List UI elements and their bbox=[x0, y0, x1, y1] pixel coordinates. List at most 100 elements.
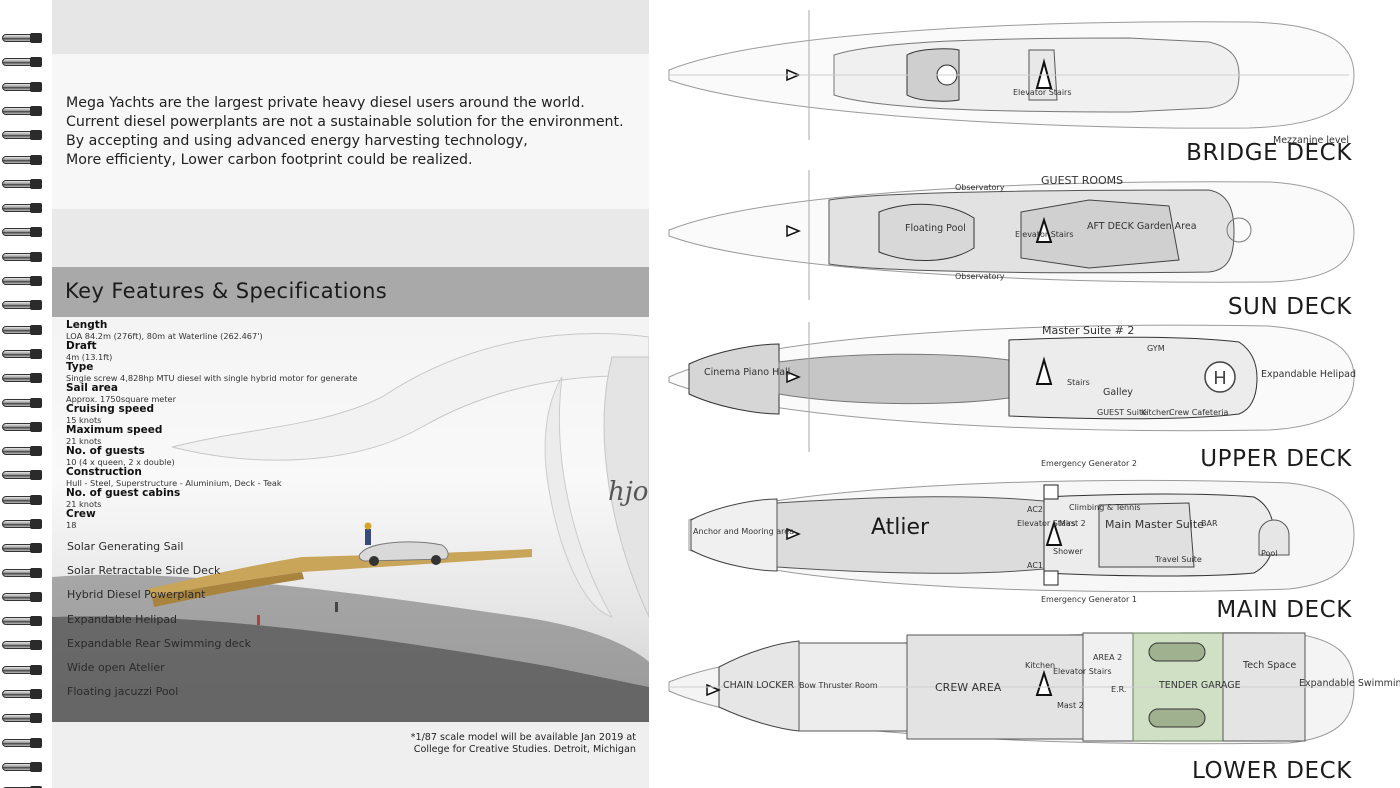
spiral-ring bbox=[2, 540, 46, 556]
spec-label: No. of guest cabins bbox=[66, 487, 181, 499]
ring-hole bbox=[30, 82, 42, 92]
spiral-ring bbox=[2, 516, 46, 532]
spiral-ring bbox=[2, 54, 46, 70]
guest-suite-label: GUEST Suite bbox=[1097, 408, 1148, 417]
galley-label: Galley bbox=[1103, 387, 1133, 398]
bar-label: BAR bbox=[1201, 519, 1218, 528]
area-2-label: AREA 2 bbox=[1093, 653, 1123, 662]
swimming-platform-label: Expandable Swimming platform bbox=[1299, 678, 1400, 689]
ring-hole bbox=[30, 179, 42, 189]
spiral-ring bbox=[2, 735, 46, 751]
spec-label: Sail area bbox=[66, 382, 118, 394]
anchor-label: Anchor and Mooring area bbox=[693, 527, 795, 536]
scale-model-note: *1/87 scale model will be available Jan … bbox=[352, 732, 636, 756]
spiral-ring bbox=[2, 783, 46, 788]
spiral-ring bbox=[2, 30, 46, 46]
spiral-ring bbox=[2, 322, 46, 338]
chain-locker-label: CHAIN LOCKER bbox=[723, 680, 795, 691]
atelier-label: Atlier bbox=[871, 515, 930, 540]
spiral-ring bbox=[2, 589, 46, 605]
ring-hole bbox=[30, 57, 42, 67]
spec-value: 15 knots bbox=[66, 415, 102, 425]
crew-cafeteria-label: Crew Cafeteria bbox=[1169, 408, 1229, 417]
spiral-ring bbox=[2, 613, 46, 629]
top-band bbox=[52, 0, 649, 54]
ring-hole bbox=[30, 713, 42, 723]
observatory-bottom-label: Observatory bbox=[955, 272, 1005, 281]
kitchen-upper-label: Kitchen bbox=[1141, 408, 1172, 417]
spec-label: No. of guests bbox=[66, 445, 145, 457]
ring-hole bbox=[30, 398, 42, 408]
floating-pool-label: Floating Pool bbox=[905, 223, 966, 234]
note-line: College for Creative Studies. Detroit, M… bbox=[413, 744, 636, 755]
spec-value: 10 (4 x queen, 2 x double) bbox=[66, 457, 175, 467]
feature-item: Solar Generating Sail bbox=[67, 540, 184, 553]
feature-item: Solar Retractable Side Deck bbox=[67, 564, 221, 578]
spiral-ring bbox=[2, 103, 46, 119]
lower-deck-title: LOWER DECK bbox=[1191, 758, 1352, 784]
er-label: E.R. bbox=[1111, 685, 1127, 694]
spiral-ring bbox=[2, 249, 46, 265]
spiral-ring bbox=[2, 443, 46, 459]
spec-label: Maximum speed bbox=[66, 424, 163, 436]
spec-value: LOA 84.2m (276ft), 80m at Waterline (262… bbox=[66, 331, 263, 341]
ring-hole bbox=[30, 689, 42, 699]
ring-hole bbox=[30, 276, 42, 286]
spiral-ring bbox=[2, 492, 46, 508]
guest-rooms-label: GUEST ROOMS bbox=[1041, 174, 1124, 187]
spiral-ring bbox=[2, 79, 46, 95]
ring-hole bbox=[30, 130, 42, 140]
helipad-mark: H bbox=[1213, 368, 1227, 389]
cinema-label: Cinema Piano Hall bbox=[704, 367, 791, 378]
main-deck-drawing bbox=[688, 479, 1355, 593]
spiral-ring bbox=[2, 297, 46, 313]
bow-thruster-label: Bow Thruster Room bbox=[799, 681, 878, 690]
note-line: *1/87 scale model will be available Jan … bbox=[410, 732, 636, 743]
feature-item: Floating jacuzzi Pool bbox=[67, 685, 179, 699]
ring-hole bbox=[30, 33, 42, 43]
model-photo: hjo bbox=[52, 317, 649, 722]
right-page: Elevator Stairs Mezzanine level BRIDGE D… bbox=[649, 0, 1400, 788]
spec-value: Hull - Steel, Superstructure - Aluminium… bbox=[66, 478, 282, 488]
travel-suite-label: Travel Suite bbox=[1155, 555, 1202, 564]
sun-deck-drawing bbox=[668, 170, 1355, 300]
helipad-label: Expandable Helipad bbox=[1261, 369, 1357, 380]
spiral-ring bbox=[2, 346, 46, 362]
spiral-ring bbox=[2, 176, 46, 192]
ring-hole bbox=[30, 665, 42, 675]
main-deck-title: MAIN DECK bbox=[1216, 597, 1352, 623]
spiral-ring bbox=[2, 710, 46, 726]
left-page: Mega Yachts are the largest private heav… bbox=[52, 0, 649, 788]
spec-value: Approx. 1750square meter bbox=[66, 394, 176, 404]
spiral-ring bbox=[2, 565, 46, 581]
main-mast2-label: Mast 2 bbox=[1059, 519, 1086, 528]
ac1-label: AC1 bbox=[1027, 561, 1044, 570]
upper-deck-drawing: H bbox=[668, 322, 1355, 452]
climbing-label: Climbing & Tennis bbox=[1069, 503, 1141, 512]
ring-hole bbox=[30, 227, 42, 237]
spiral-ring bbox=[2, 637, 46, 653]
ring-hole bbox=[30, 543, 42, 553]
spec-value: 18 bbox=[66, 520, 77, 530]
tech-space-label: Tech Space bbox=[1243, 660, 1297, 671]
spiral-ring bbox=[2, 662, 46, 678]
generator-1-label: Emergency Generator 1 bbox=[1041, 595, 1137, 604]
spiral-ring bbox=[2, 370, 46, 386]
spiral-ring bbox=[2, 273, 46, 289]
sun-deck-plan: GUEST ROOMS Observatory Observatory Floa… bbox=[649, 170, 1400, 322]
ring-hole bbox=[30, 155, 42, 165]
pool-label: Pool bbox=[1261, 549, 1278, 558]
shower-label: Shower bbox=[1053, 547, 1083, 556]
master-suite-2-label: Master Suite # 2 bbox=[1042, 324, 1135, 337]
feature-item: Expandable Helipad bbox=[67, 612, 178, 626]
ring-hole bbox=[30, 738, 42, 748]
main-elevator-label: Elevator Stairs bbox=[1017, 519, 1076, 528]
generator-2-label: Emergency Generator 2 bbox=[1041, 459, 1137, 468]
ring-hole bbox=[30, 592, 42, 602]
